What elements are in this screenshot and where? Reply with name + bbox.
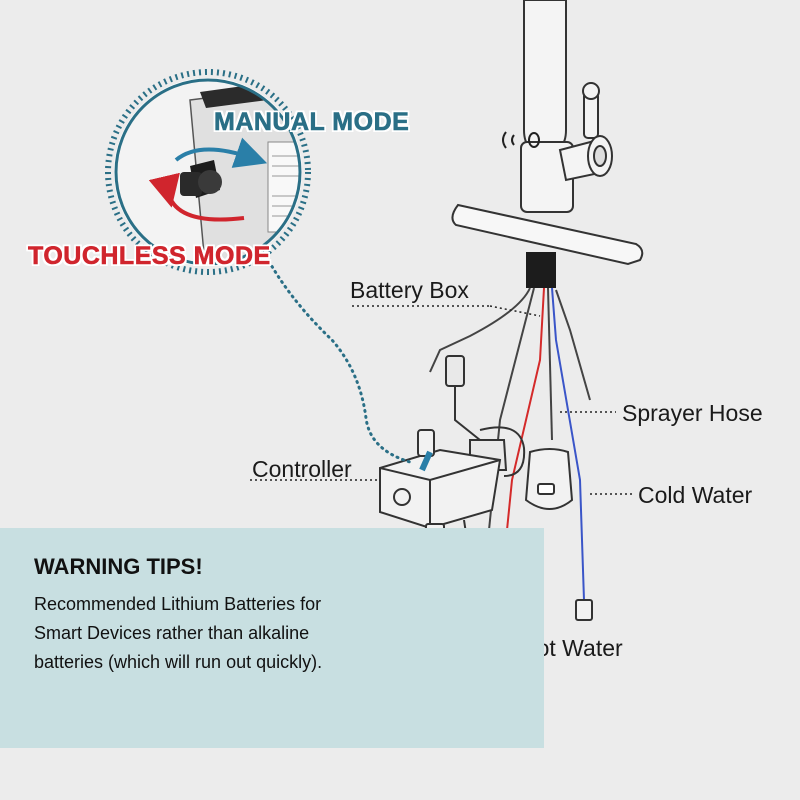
- callout-connector: [264, 254, 412, 464]
- cold-water-label: Cold Water: [638, 482, 753, 508]
- mounting-shank: [526, 252, 556, 288]
- manual-mode-label: MANUAL MODE: [214, 108, 410, 137]
- battery-box-label: Battery Box: [350, 277, 469, 303]
- deck-plate: [451, 203, 644, 266]
- wireless-sensor-icon: [502, 131, 540, 149]
- controller-label: Controller: [252, 456, 352, 482]
- zoom-callout: [105, 69, 311, 275]
- warning-title: WARNING TIPS!: [34, 554, 203, 579]
- hose-weight: [524, 448, 574, 510]
- faucet-body: [520, 0, 613, 213]
- touchless-mode-label: TOUCHLESS MODE: [28, 242, 271, 271]
- rotate-arrows-icon: [148, 137, 268, 222]
- sprayer-hose-label: Sprayer Hose: [622, 400, 763, 426]
- warning-panel: WARNING TIPS! Recommended Lithium Batter…: [0, 528, 544, 748]
- warning-text: Recommended Lithium Batteries for Smart …: [34, 594, 323, 672]
